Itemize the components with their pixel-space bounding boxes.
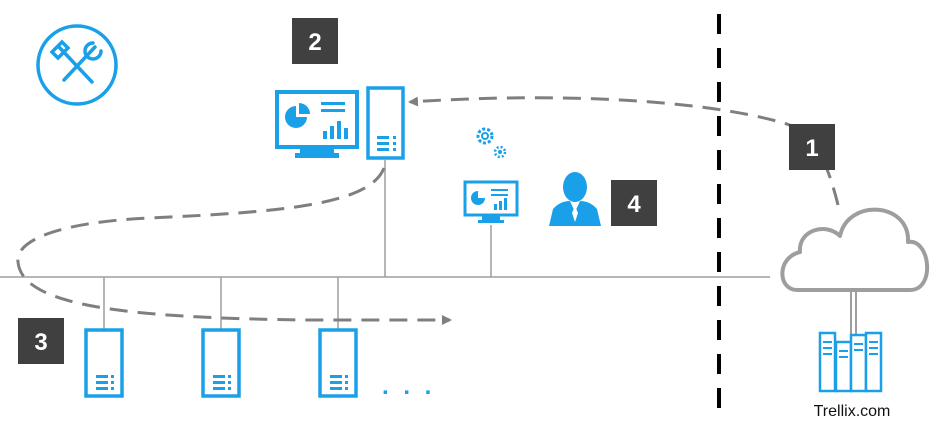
gears-icon — [476, 127, 507, 159]
step-badge-4: 4 — [611, 180, 657, 226]
more-endpoints-indicator: . . . — [382, 373, 435, 400]
endpoint-server-icon — [318, 328, 358, 398]
step-badge-3: 3 — [18, 318, 64, 364]
endpoint-server-icon — [84, 328, 124, 398]
network-drops — [103, 160, 492, 330]
endpoint-server-icon — [201, 328, 241, 398]
management-server-icon — [366, 86, 405, 160]
step-number: 2 — [308, 29, 321, 56]
step-number: 4 — [627, 191, 641, 218]
user-icon — [549, 172, 601, 226]
management-console-monitor-icon — [275, 90, 359, 158]
cloud-datacenter-connector — [850, 290, 857, 338]
cloud-icon — [780, 207, 930, 292]
flow-arrow-download — [408, 96, 840, 206]
step-number: 3 — [34, 329, 47, 356]
step-badge-2: 2 — [292, 18, 338, 64]
tools-icon — [36, 24, 118, 106]
step-number: 1 — [805, 135, 818, 162]
datacenter-icon — [818, 331, 883, 393]
step-badge-1: 1 — [789, 124, 835, 170]
cloud-service-label: Trellix.com — [814, 403, 891, 420]
admin-console-monitor-icon — [463, 180, 519, 223]
